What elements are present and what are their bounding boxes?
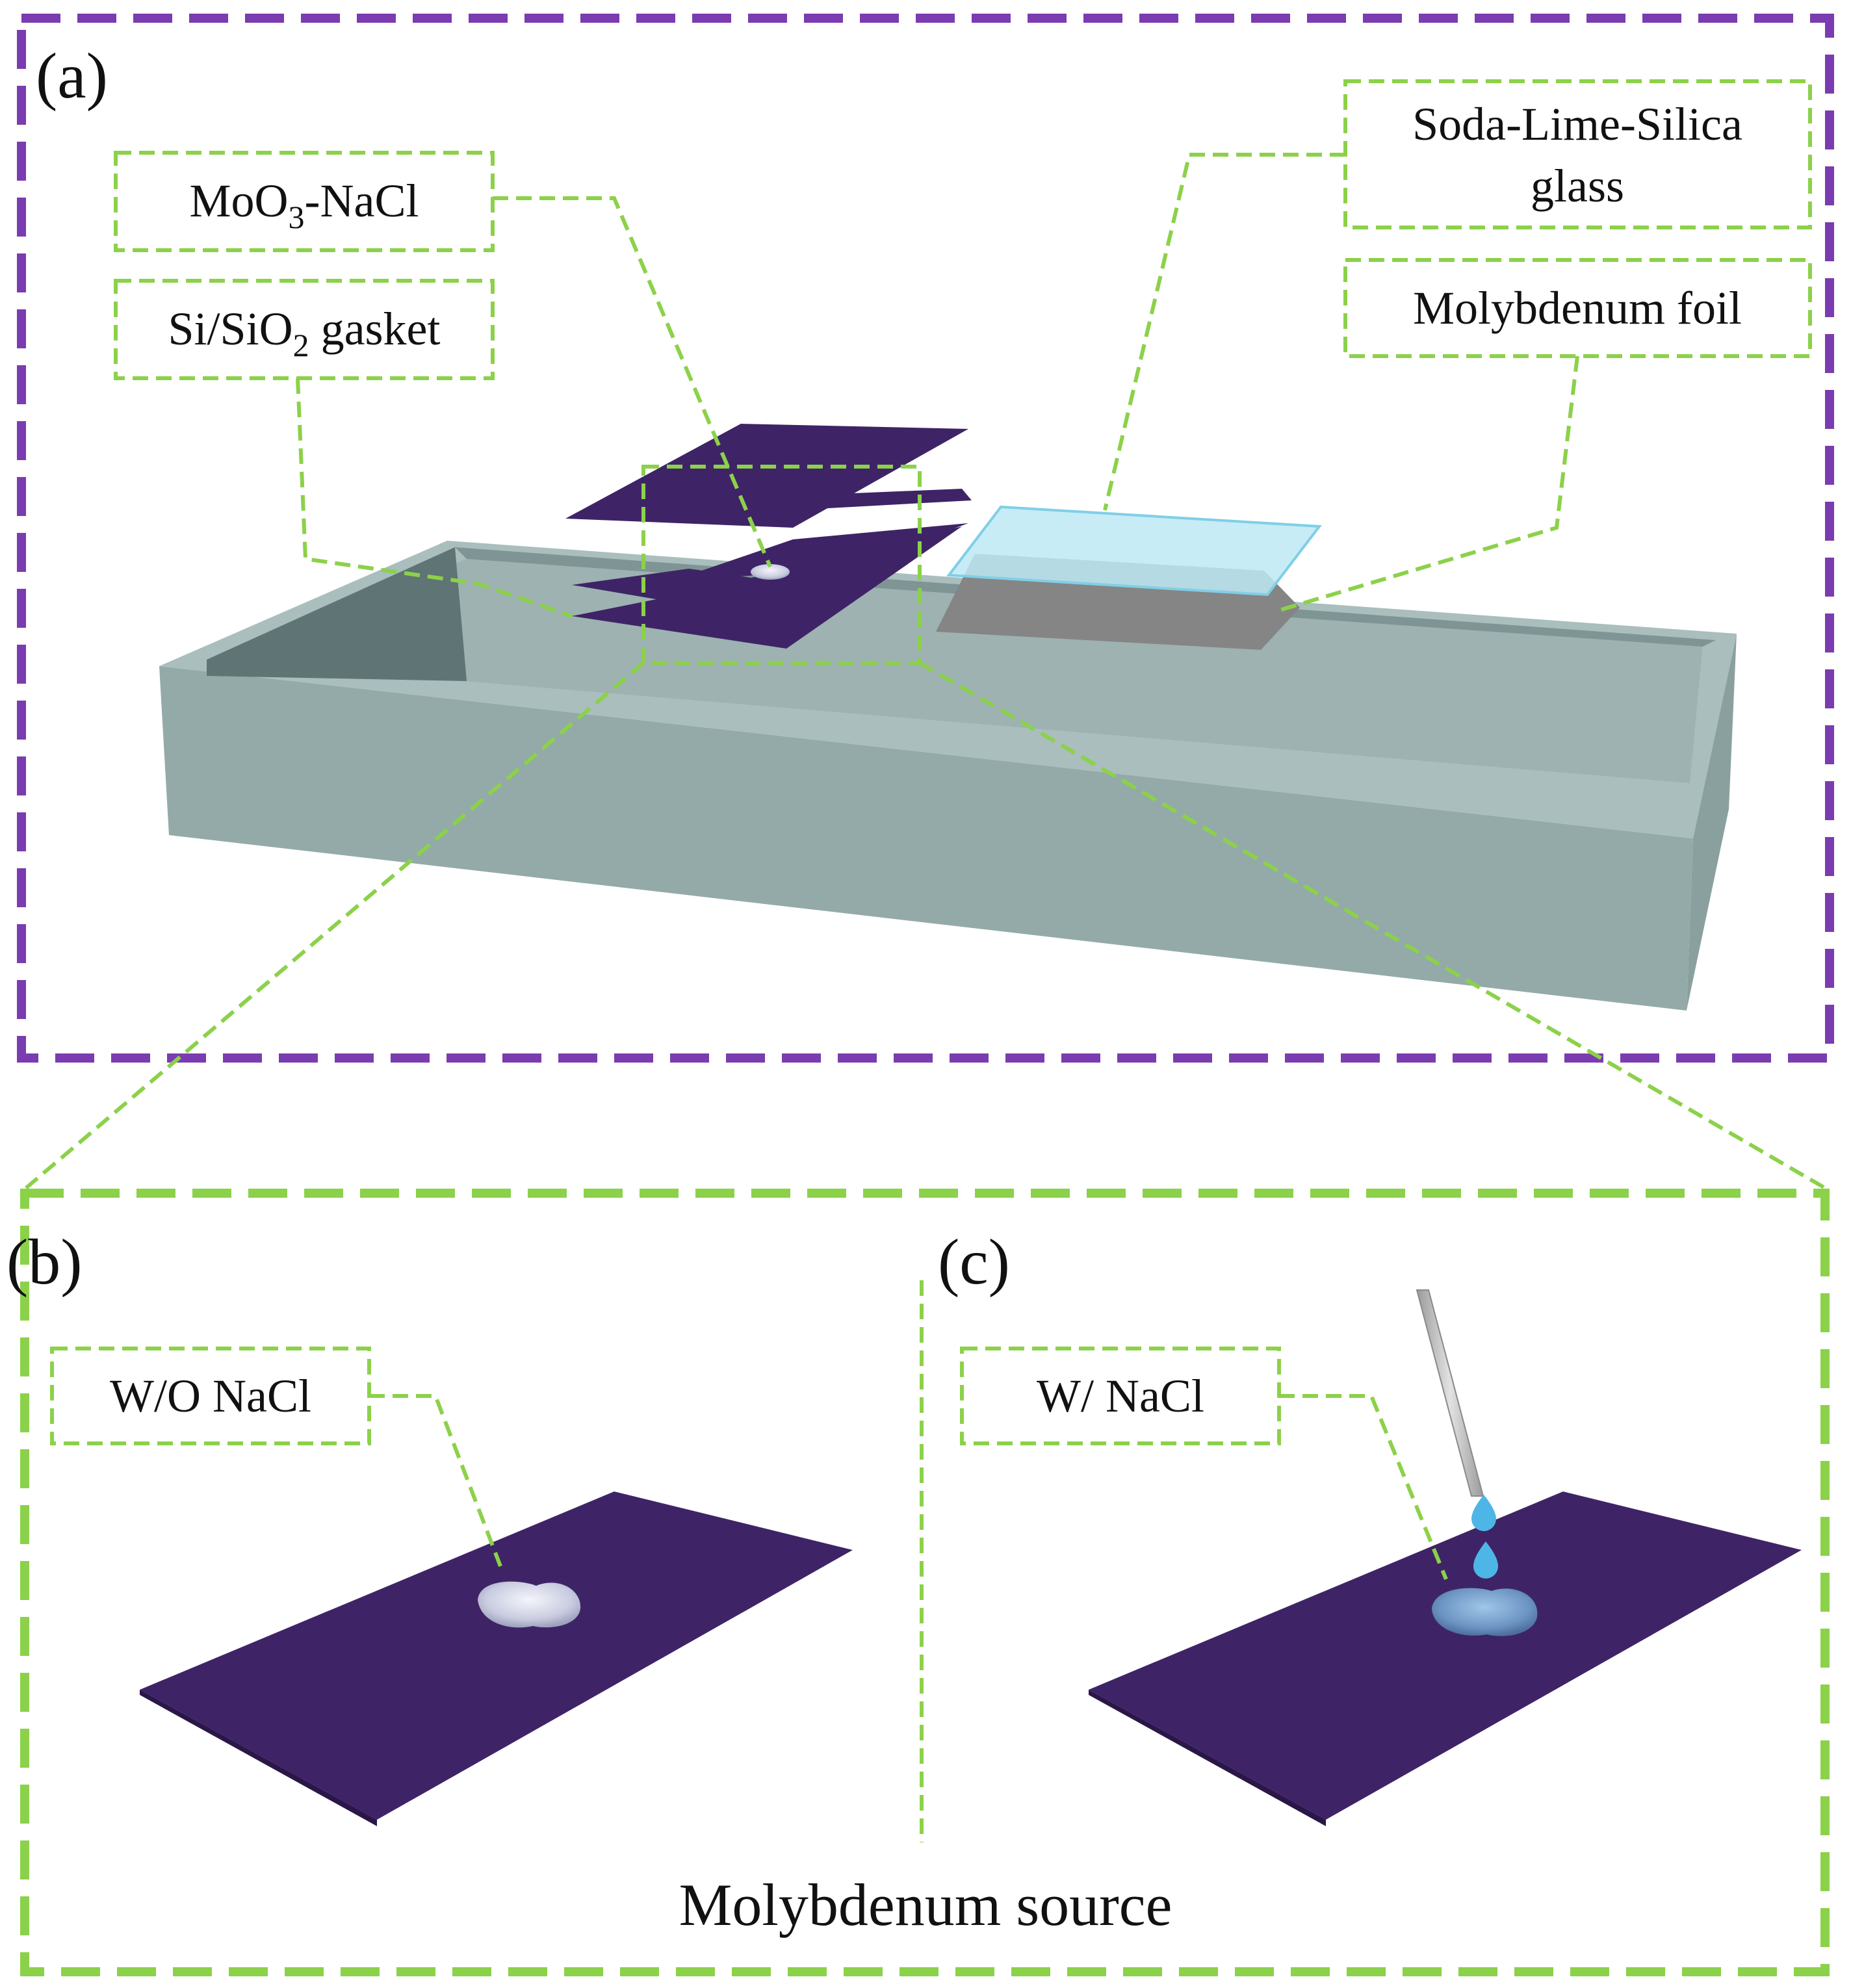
- callout-w-nacl-text: W/ NaCl: [1037, 1370, 1204, 1422]
- substrate-top: [565, 424, 968, 528]
- projection-right: [918, 661, 1826, 1190]
- panel-a-letter: (a): [36, 40, 108, 112]
- panel-bc: Molybdenum source (b) W/O NaCl (c) W/ Na…: [6, 1189, 1830, 1976]
- boat-cavity-dark-wall: [207, 547, 467, 681]
- substrate-b: [140, 1491, 853, 1820]
- callout-soda-glass-line2: glass: [1531, 160, 1624, 212]
- wet-powder-c: [1432, 1588, 1538, 1636]
- leader-lines-a: [296, 153, 1579, 618]
- panel-a: (a) MoO3-NaCl: [17, 14, 1834, 1063]
- callout-soda-glass-line1: Soda-Lime-Silica: [1412, 98, 1742, 150]
- substrate-b-edge: [140, 1690, 377, 1826]
- callout-soda-glass: Soda-Lime-Silica glass: [1343, 79, 1812, 229]
- leader-gasket: [296, 378, 573, 618]
- projection-lines: [25, 661, 1826, 1190]
- callout-gasket-box: [114, 279, 495, 380]
- panel-c: (c) W/ NaCl: [938, 1226, 1802, 1826]
- gasket-main: Si/SiO: [168, 303, 292, 355]
- caption-molybdenum-source: Molybdenum source: [679, 1872, 1172, 1938]
- substrate-c: [1089, 1491, 1802, 1820]
- panel-bc-border: [20, 1189, 1830, 1976]
- callout-moo3-nacl-box: [114, 151, 495, 252]
- callout-w-nacl-box: [960, 1347, 1281, 1445]
- callout-mo-foil: Molybdenum foil: [1343, 258, 1812, 358]
- substrate-stack: [565, 424, 972, 649]
- panel-c-letter: (c): [938, 1226, 1010, 1298]
- leader-w-nacl: [1279, 1394, 1448, 1581]
- leader-glass: [1103, 153, 1345, 511]
- panel-a-border: [17, 14, 1834, 1063]
- substrate-middle: [669, 523, 968, 582]
- gasket-lower: [572, 569, 822, 608]
- moo3-main: MoO: [190, 175, 289, 227]
- zoom-box: [641, 465, 922, 665]
- callout-mo-foil-text: Molybdenum foil: [1413, 282, 1742, 334]
- pipette: [1416, 1289, 1484, 1497]
- callout-moo3-nacl: MoO3-NaCl: [114, 151, 495, 252]
- panel-b-letter: (b): [6, 1226, 83, 1298]
- moo3-sub: 3: [289, 199, 305, 235]
- leader-foil: [1276, 355, 1579, 613]
- substrate-c-edge: [1089, 1690, 1326, 1826]
- soda-lime-glass: [946, 505, 1322, 597]
- panel-b: (b) W/O NaCl: [6, 1226, 853, 1826]
- boat-right-face: [1687, 634, 1737, 1011]
- moo3-powder-small: [751, 564, 790, 580]
- callout-gasket: Si/SiO2 gasket: [114, 279, 495, 380]
- leader-moo3: [493, 196, 772, 568]
- callout-moo3-nacl-text: MoO3-NaCl: [190, 175, 419, 235]
- callout-wo-nacl-box: [50, 1347, 371, 1445]
- callout-mo-foil-box: [1343, 258, 1812, 358]
- projection-left: [25, 661, 645, 1190]
- moo3-tail: -NaCl: [305, 175, 419, 227]
- callout-wo-nacl-text: W/O NaCl: [110, 1370, 311, 1422]
- callout-gasket-text: Si/SiO2 gasket: [168, 303, 440, 363]
- moo3-powder-b: [478, 1581, 581, 1628]
- gasket-tail: gasket: [309, 303, 441, 355]
- leader-wo-nacl: [369, 1394, 502, 1568]
- droplet-upper: [1471, 1495, 1496, 1531]
- droplet-lower: [1473, 1542, 1498, 1579]
- gasket-sub: 2: [293, 327, 309, 363]
- boat-front-face: [159, 666, 1693, 1011]
